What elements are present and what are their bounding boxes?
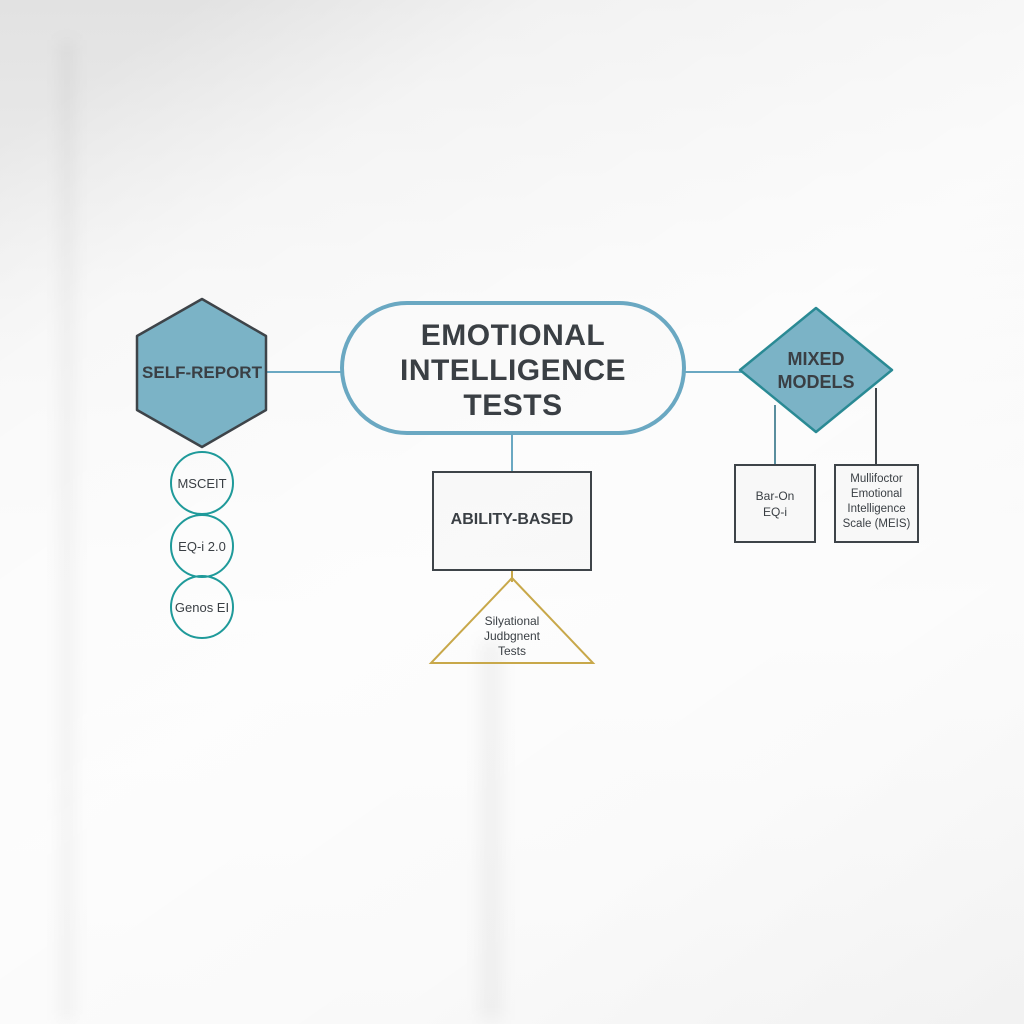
window-shadow [60, 40, 74, 1020]
mixed-line-2: MODELS [777, 372, 855, 392]
situational-line-3: Tests [497, 644, 526, 658]
self-report-hexagon[interactable] [135, 297, 268, 449]
title-line-1: EMOTIONAL [420, 319, 606, 352]
mixed-line-1: MIXED [787, 349, 845, 369]
bar-on-box[interactable] [734, 464, 816, 543]
title-line-2: INTELLIGENCE [399, 354, 626, 387]
situational-line-2: Judbgnent [483, 629, 541, 643]
bar-on-line-2: EQ-i [763, 505, 787, 519]
meis-line-4: Scale (MEIS) [842, 518, 911, 530]
situational-label: Silyational Judbgnent Tests [452, 614, 572, 659]
situational-triangle[interactable] [428, 576, 596, 664]
meis-line-3: Intelligence [847, 503, 906, 515]
self-report-label: SELF-REPORT [142, 363, 262, 382]
bar-on-line-1: Bar-On [755, 489, 795, 503]
ability-based-label: ABILITY-BASED [450, 511, 574, 528]
mixed-models-label: MIXED MODELS [756, 348, 876, 394]
genos-circle[interactable] [170, 575, 234, 639]
bar-on-label: Bar-On EQ-i [735, 488, 815, 520]
mixed-models-diamond[interactable] [738, 306, 894, 434]
meis-line-2: Emotional [850, 488, 903, 500]
msceit-label: MSCEIT [177, 476, 227, 491]
window-shadow [480, 640, 502, 1020]
central-pill[interactable] [340, 301, 686, 435]
ability-based-box[interactable] [432, 471, 592, 571]
meis-line-1: Mullifoctor [850, 473, 903, 485]
meis-box[interactable] [834, 464, 919, 543]
meis-label: Mullifoctor Emotional Intelligence Scale… [835, 472, 918, 532]
situational-line-1: Silyational [484, 614, 540, 628]
central-title: EMOTIONAL INTELLIGENCE TESTS [342, 318, 684, 423]
genos-label: Genos EI [174, 600, 230, 615]
title-line-3: TESTS [463, 389, 563, 422]
eqi2-label: EQ-i 2.0 [178, 539, 226, 554]
